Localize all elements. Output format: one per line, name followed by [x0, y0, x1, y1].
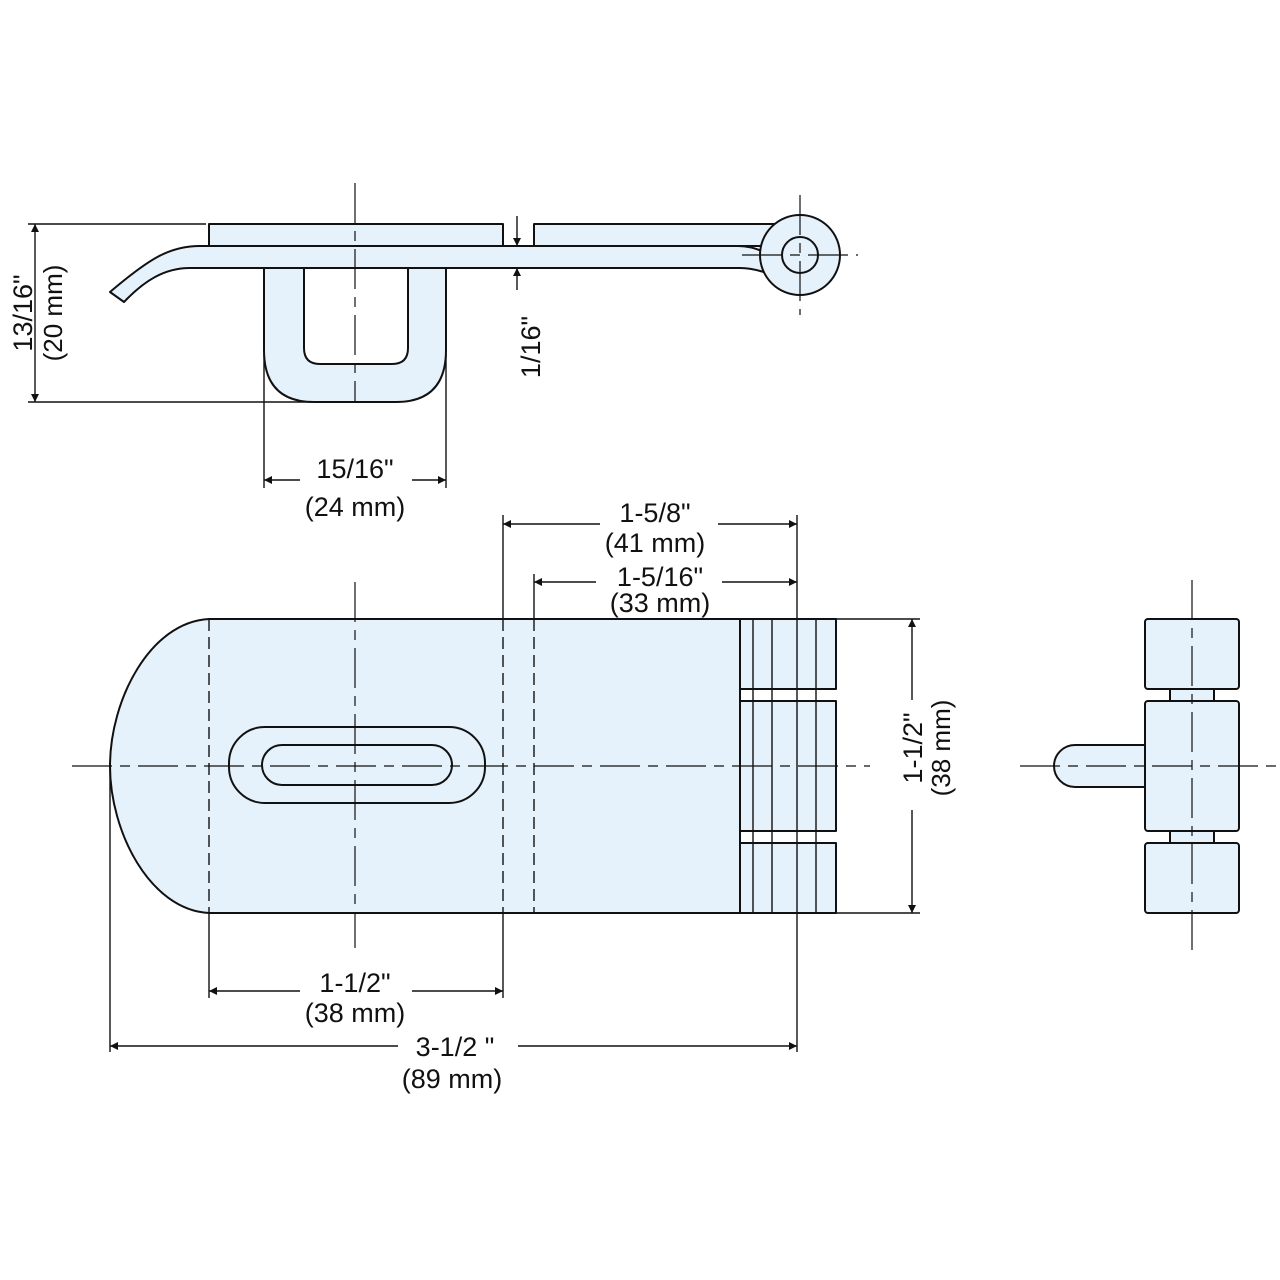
knuckle-segment-top	[739, 618, 837, 690]
hinge-leaf-plate	[533, 223, 787, 247]
dim-overall-length-metric: (89 mm)	[402, 1064, 503, 1094]
knuckle-segment-bottom	[739, 842, 837, 914]
dim-overall-length-imperial: 3-1/2 "	[416, 1032, 495, 1062]
dim-thickness-imperial: 1/16"	[516, 316, 546, 378]
dim-overall-height-imperial: 13/16"	[8, 274, 38, 351]
dim-slot-span-metric: (38 mm)	[305, 998, 406, 1028]
dim-slot-span-imperial: 1-1/2"	[319, 968, 390, 998]
dim-slot-to-hinge-imperial: 1-5/8"	[619, 498, 690, 528]
dim-staple-width-metric: (24 mm)	[305, 492, 406, 522]
slot-inner	[261, 744, 453, 786]
end-view	[1020, 580, 1280, 950]
front-view: 1-5/8" (41 mm) 1-5/16" (33 mm) 1-1/2" (3…	[72, 498, 956, 1094]
dim-slot-to-hinge-metric: (41 mm)	[605, 528, 706, 558]
dim-hinge-offset-imperial: 1-5/16"	[617, 562, 703, 592]
staple-base-plate	[208, 223, 504, 247]
dim-staple-width-imperial: 15/16"	[316, 454, 393, 484]
dim-hinge-offset-metric: (33 mm)	[610, 588, 711, 618]
side-view: 13/16" (20 mm) 1/16" 15/16" (24 mm)	[8, 183, 858, 522]
dim-width-imperial: 1-1/2"	[898, 712, 928, 783]
dim-width-metric: (38 mm)	[926, 700, 956, 797]
hasp-strap	[109, 245, 791, 303]
staple-loop	[263, 267, 447, 403]
dim-overall-height-metric: (20 mm)	[38, 265, 68, 362]
